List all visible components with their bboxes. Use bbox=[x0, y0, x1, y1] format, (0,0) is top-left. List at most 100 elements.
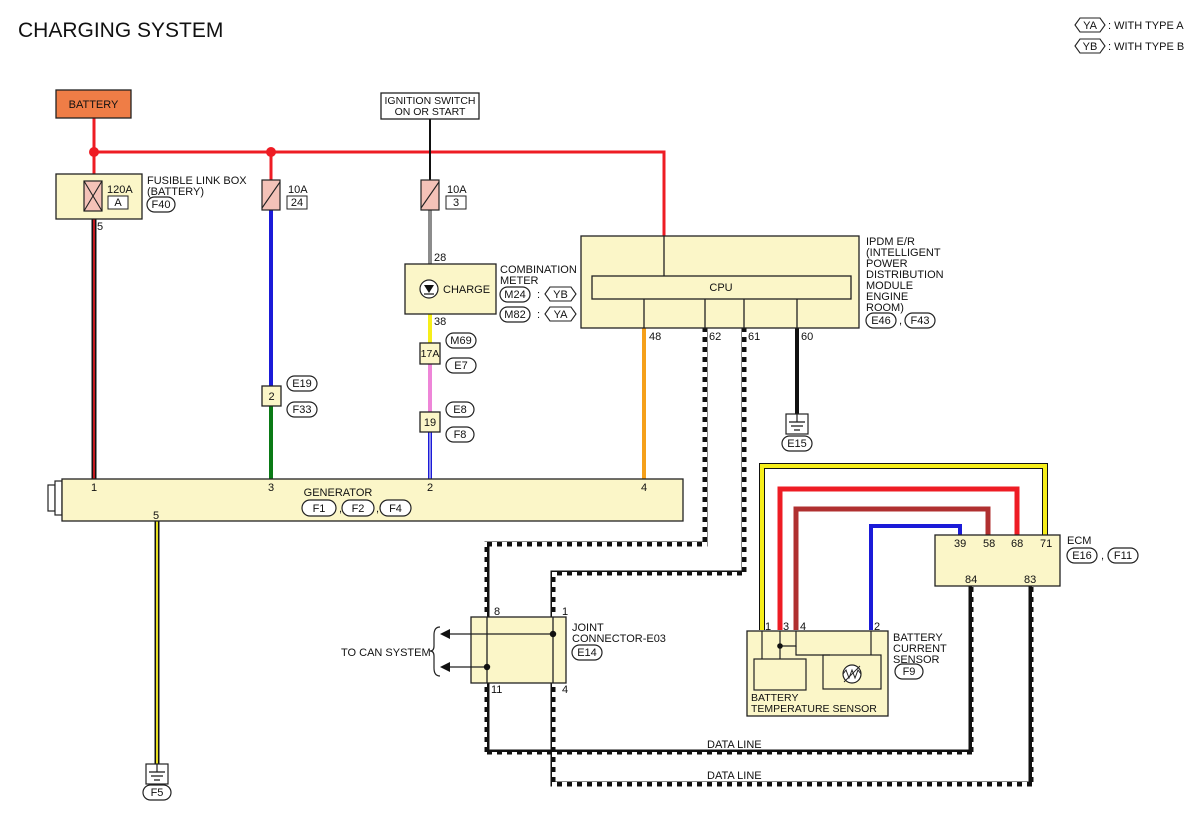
joint-pin-1: 1 bbox=[562, 606, 568, 618]
battery-sensor-title-1: BATTERY bbox=[893, 632, 943, 644]
meter-colon-1: : bbox=[537, 289, 540, 301]
ipdm-pin-60: 60 bbox=[801, 331, 813, 343]
connector-e8-box bbox=[419, 411, 441, 433]
can-arrow-bottom-icon bbox=[440, 662, 450, 672]
connector-f33-pill bbox=[286, 401, 318, 418]
can-brace bbox=[429, 626, 441, 677]
ecm: 39 58 68 71 84 83 ECM E16 , F11 bbox=[934, 534, 1139, 587]
ecm-pin-68: 68 bbox=[1011, 538, 1023, 550]
charge-lamp-diode bbox=[424, 285, 434, 293]
fuse-3-slash bbox=[420, 181, 440, 209]
ipdm-title-1: IPDM E/R bbox=[866, 236, 915, 248]
ipdm-pin-48: 48 bbox=[649, 331, 661, 343]
sensor-pin-3: 3 bbox=[783, 621, 789, 633]
connector-f9-pill bbox=[894, 663, 924, 680]
connector-m69: 17A M69 E7 bbox=[419, 332, 477, 374]
generator-pin-1: 1 bbox=[91, 482, 97, 494]
connector-f43: F43 bbox=[911, 315, 930, 327]
connector-f4-pill bbox=[379, 499, 412, 517]
generator-comma-1: , bbox=[339, 503, 342, 515]
junction-dot-2 bbox=[266, 147, 276, 157]
battery-label: BATTERY bbox=[69, 99, 119, 111]
ecm-pin-71: 71 bbox=[1040, 538, 1052, 550]
connector-m24-pill bbox=[499, 286, 531, 303]
connector-m24: M24 bbox=[504, 289, 525, 301]
ecm-pin-83: 83 bbox=[1024, 574, 1036, 586]
ground-f5: F5 bbox=[142, 763, 172, 801]
ecm-comma: , bbox=[1101, 550, 1104, 562]
meter-colon-2: : bbox=[537, 309, 540, 321]
wire-sensor1-yellow bbox=[760, 464, 1047, 630]
legend-type-b: YB : WITH TYPE B bbox=[1074, 38, 1184, 54]
connector-e19-pill bbox=[286, 375, 318, 392]
battery-box bbox=[55, 89, 132, 119]
connector-f2-pill bbox=[341, 499, 375, 517]
wire-sensor3-red bbox=[777, 486, 1020, 630]
meter-pin-out: 38 bbox=[434, 316, 446, 328]
connector-m69-box bbox=[419, 342, 441, 365]
junction-dot-1 bbox=[89, 147, 99, 157]
temp-sensor-line-1: BATTERY bbox=[751, 692, 798, 704]
thermistor-zigzag-icon bbox=[842, 668, 862, 680]
joint-pin-8: 8 bbox=[494, 606, 500, 618]
charge-lamp-label: CHARGE bbox=[443, 284, 490, 296]
connector-f8: F8 bbox=[454, 429, 467, 441]
connector-f33: F33 bbox=[293, 404, 312, 416]
ecm-pin-39: 39 bbox=[954, 538, 966, 550]
connector-m69-pill bbox=[445, 332, 477, 349]
battery-sensor-title-3: SENSOR bbox=[893, 654, 940, 666]
connector-e19-pin: 2 bbox=[268, 391, 274, 403]
meter-pin-in: 28 bbox=[434, 252, 446, 264]
connector-f2: F2 bbox=[352, 503, 365, 515]
type-a-text: : WITH TYPE A bbox=[1108, 20, 1184, 32]
ipdm-title-3: POWER bbox=[866, 258, 908, 270]
ignition-line-1: IGNITION SWITCH bbox=[385, 95, 476, 107]
connector-f1-pill bbox=[301, 499, 337, 517]
joint-pin-11: 11 bbox=[491, 684, 502, 696]
joint-title-1: JOINT bbox=[572, 622, 604, 634]
type-b-code: YB bbox=[1083, 41, 1098, 53]
to-can-label: TO CAN SYSTEM bbox=[341, 647, 431, 659]
sensor-pin-4: 4 bbox=[800, 621, 806, 633]
connector-e46-pill bbox=[865, 312, 897, 329]
ipdm-title-4: DISTRIBUTION bbox=[866, 269, 944, 281]
wire-sensor2-blue bbox=[869, 524, 962, 630]
connector-f8-pill bbox=[445, 426, 475, 443]
cpu-box bbox=[591, 275, 852, 300]
ground-e15-pill bbox=[781, 435, 813, 452]
type-a-tag bbox=[1074, 17, 1106, 33]
ipdm-comma: , bbox=[899, 315, 902, 327]
ignition-switch: IGNITION SWITCH ON OR START bbox=[380, 92, 480, 120]
connector-e16: E16 bbox=[1072, 550, 1092, 562]
type-b-tag bbox=[1074, 38, 1106, 54]
data-line-label-1: DATA LINE bbox=[707, 739, 762, 751]
ecm-box bbox=[934, 534, 1061, 587]
ground-e15-label: E15 bbox=[787, 438, 807, 450]
sensor-thermistor-block bbox=[822, 654, 882, 690]
ecm-label: ECM bbox=[1067, 535, 1091, 547]
ipdm-title-5: MODULE bbox=[866, 280, 913, 292]
sensor-pin-2: 2 bbox=[874, 621, 880, 633]
meter-type-b-tag bbox=[544, 286, 577, 302]
connector-e14-pill bbox=[571, 644, 603, 661]
fuse-24-slash bbox=[261, 181, 281, 209]
generator-mount-inner bbox=[54, 480, 63, 516]
connector-f9: F9 bbox=[903, 666, 916, 678]
fuse-24: 10A 24 bbox=[261, 179, 308, 211]
fusible-link-id-box bbox=[107, 195, 129, 210]
to-can-system: TO CAN SYSTEM bbox=[341, 626, 441, 677]
connector-m82-pill bbox=[499, 306, 531, 323]
connector-f43-pill bbox=[904, 312, 936, 329]
generator-pin-2: 2 bbox=[427, 482, 433, 494]
meter-title-2: METER bbox=[500, 275, 539, 287]
connector-e7: E7 bbox=[454, 360, 467, 372]
joint-connector-e03: 8 1 11 4 JOINT CONNECTOR-E03 E14 bbox=[440, 606, 666, 696]
generator-pin-4: 4 bbox=[641, 482, 647, 494]
ipdm-title-2: (INTELLIGENT bbox=[866, 247, 941, 259]
connector-f4: F4 bbox=[389, 503, 402, 515]
ipdm-title-7: ROOM) bbox=[866, 302, 904, 314]
connector-e19-box bbox=[261, 385, 282, 407]
sensor-lead-thermistor bbox=[795, 646, 830, 656]
connector-e8-pin: 19 bbox=[424, 417, 436, 429]
connector-e46: E46 bbox=[871, 315, 891, 327]
